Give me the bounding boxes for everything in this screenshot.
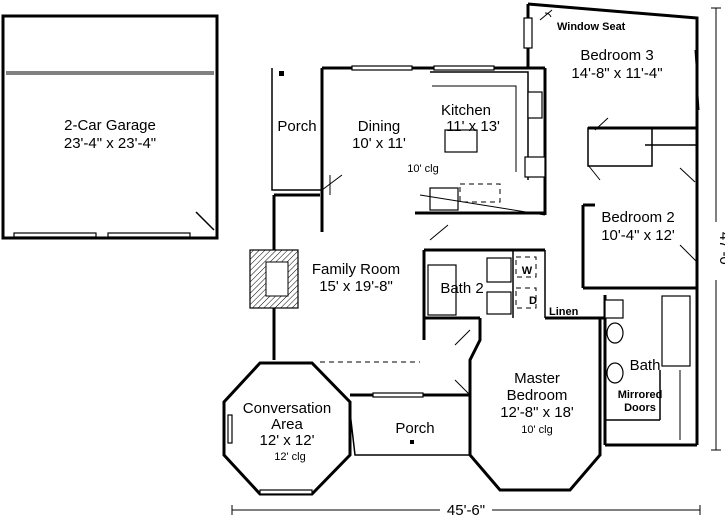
garage-label: 2-Car Garage: [64, 117, 156, 134]
kitchen-fixtures: [415, 71, 546, 216]
master-bedroom-outline: [454, 316, 605, 492]
garage-size: 23'-4" x 23'-4": [64, 135, 156, 152]
bedroom3-details: [523, 9, 700, 183]
family-ceiling: 10' clg: [407, 163, 438, 175]
family-size: 15' x 19'-8": [319, 278, 393, 295]
dimension-lines: [231, 7, 721, 515]
master-label-line2: Bedroom: [507, 387, 568, 404]
porch-left-label: Porch: [277, 118, 316, 135]
bedroom3-label: Bedroom 3: [580, 47, 653, 64]
kitchen-label: Kitchen: [441, 102, 491, 119]
kitchen-size: 11' x 13': [446, 118, 500, 135]
bedroom2-details: [581, 203, 698, 290]
conversation-label-line2: Area: [271, 416, 303, 433]
conversation-label-line1: Conversation: [243, 400, 331, 417]
porch-front-label: Porch: [395, 420, 434, 437]
master-size: 12'-8" x 18': [500, 404, 574, 421]
master-bath-details: [603, 295, 691, 445]
linen-label: Linen: [549, 306, 579, 318]
dryer-label: D: [529, 295, 537, 307]
bath-label: Bath: [630, 357, 661, 374]
mirrored-label-line2: Doors: [624, 402, 656, 414]
family-label: Family Room: [312, 261, 400, 278]
garage: [1, 14, 219, 240]
dining-label: Dining: [358, 118, 401, 135]
bath2-label: Bath 2: [440, 280, 483, 297]
bedroom2-size: 10'-4" x 12': [601, 227, 675, 244]
conversation-size: 12' x 12': [260, 432, 315, 449]
dining-size: 10' x 11': [352, 135, 406, 152]
bath2-details: [422, 224, 546, 340]
overall-width-label: 45'-6": [447, 502, 485, 518]
mirrored-label-line1: Mirrored: [618, 389, 663, 401]
master-label-line1: Master: [514, 370, 560, 387]
front-porch-outline: [349, 392, 471, 456]
bedroom2-label: Bedroom 2: [601, 209, 674, 226]
overall-depth-label: 47'-0": [716, 232, 725, 270]
master-ceiling: 10' clg: [521, 424, 552, 436]
window-seat-label: Window Seat: [557, 21, 626, 33]
washer-label: W: [522, 265, 533, 277]
bedroom3-size: 14'-8" x 11'-4": [571, 65, 662, 82]
conversation-ceiling: 12' clg: [274, 451, 305, 463]
